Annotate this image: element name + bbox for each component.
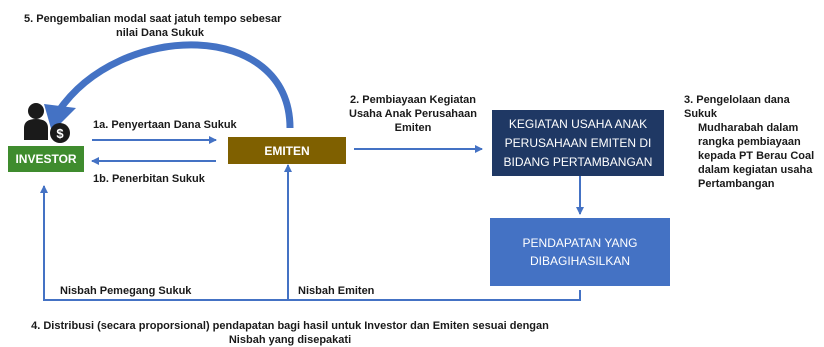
kegiatan-line-1: KEGIATAN USAHA ANAK	[508, 116, 648, 131]
step2-label: 2. Pembiayaan Kegiatan Usaha Anak Perusa…	[338, 93, 488, 135]
kegiatan-node: KEGIATAN USAHA ANAK PERUSAHAAN EMITEN DI…	[492, 110, 664, 176]
step5-line-2: nilai Dana Sukuk	[116, 27, 205, 39]
nisbah-emiten-label: Nisbah Emiten	[298, 285, 375, 297]
pendapatan-line-2: DIBAGIHASILKAN	[529, 254, 631, 268]
step3-line-6: Pertambangan	[698, 178, 775, 190]
step2-line-2: Usaha Anak Perusahaan	[349, 108, 477, 120]
return-capital-arrowhead	[44, 104, 76, 132]
step5-line-1: 5. Pengembalian modal saat jatuh tempo s…	[24, 13, 282, 25]
pendapatan-node: PENDAPATAN YANG DIBAGIHASILKAN	[490, 218, 670, 286]
step3-label: 3. Pengelolaan dana Sukuk Mudharabah dal…	[684, 93, 824, 191]
step2-line-1: 2. Pembiayaan Kegiatan	[350, 94, 476, 106]
step1a-label: 1a. Penyertaan Dana Sukuk	[93, 119, 237, 131]
emiten-node: EMITEN	[228, 137, 346, 164]
svg-text:$: $	[56, 126, 64, 141]
step3-line-3: rangka pembiayaan	[698, 136, 801, 148]
step4-line-1: 4. Distribusi (secara proporsional) pend…	[31, 320, 549, 332]
investor-label: INVESTOR	[15, 152, 77, 166]
step2-line-3: Emiten	[394, 122, 432, 134]
step4-line-2: Nisbah yang disepakati	[228, 334, 352, 346]
kegiatan-line-3: BIDANG PERTAMBANGAN	[503, 154, 653, 169]
kegiatan-line-2: PERUSAHAAN EMITEN DI	[504, 135, 652, 150]
step5-label: 5. Pengembalian modal saat jatuh tempo s…	[24, 12, 281, 40]
step3-line-4: kepada PT Berau Coal	[698, 150, 815, 162]
step3-line-2: Mudharabah dalam	[698, 122, 799, 134]
step4-label: 4. Distribusi (secara proporsional) pend…	[10, 319, 570, 347]
nisbah-pemegang-label: Nisbah Pemegang Sukuk	[60, 285, 192, 297]
step3-line-1: 3. Pengelolaan dana Sukuk	[684, 94, 790, 120]
step1b-label: 1b. Penerbitan Sukuk	[93, 173, 205, 185]
emiten-label: EMITEN	[264, 143, 310, 158]
distribution-line	[40, 185, 581, 301]
investor-money-icon: $	[24, 103, 70, 143]
step3-line-5: dalam kegiatan usaha	[698, 164, 813, 176]
return-capital-arrow	[55, 41, 294, 129]
pendapatan-line-1: PENDAPATAN YANG	[522, 236, 638, 250]
investor-node: INVESTOR	[8, 146, 84, 172]
